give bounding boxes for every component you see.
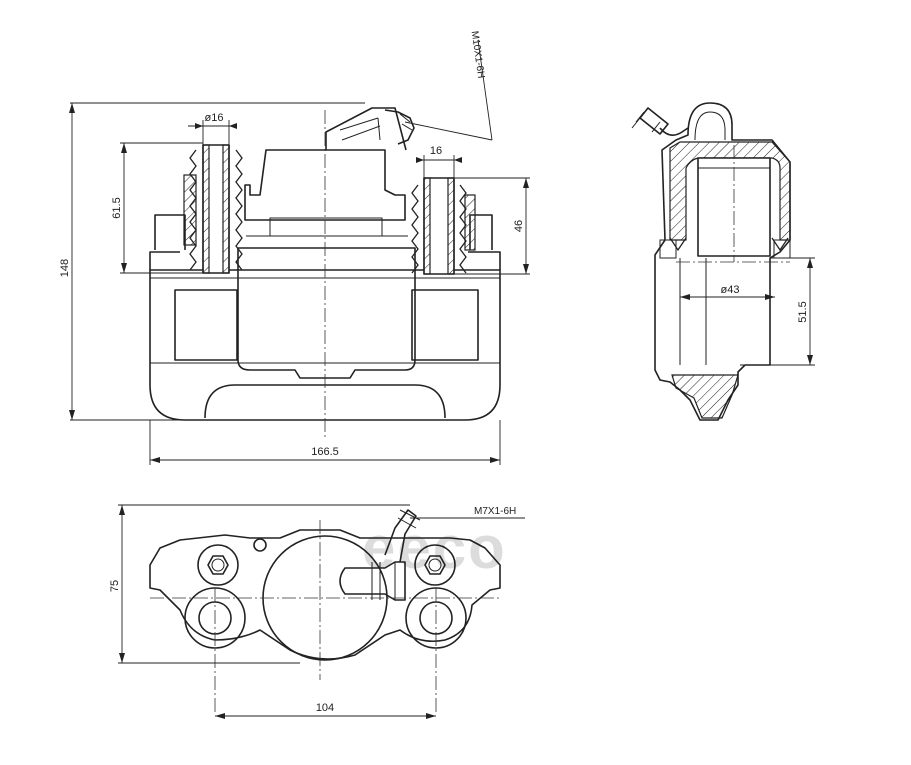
- front-view-bleeder-nipple: [325, 107, 407, 151]
- dim-piston-diameter: ø43: [721, 284, 740, 296]
- thread-bottom-label: M7X1-6H: [474, 506, 516, 517]
- front-view-right-cylinder: [411, 177, 476, 275]
- dim-height-piston-a: 61.5: [111, 197, 123, 218]
- front-view-bridge-cutout: [174, 289, 479, 361]
- watermark-logo: eeco: [362, 514, 507, 581]
- side-view-mount: [671, 374, 739, 419]
- dim-height-piston-b: 46: [513, 220, 525, 232]
- bottom-view: 75 104 M7X1-6H: [109, 504, 525, 719]
- front-view-left-cylinder: [183, 144, 243, 274]
- bottom-view-bleeder: [339, 561, 406, 601]
- front-view: 148 61.5 ø16 16 46 166.5: [59, 30, 530, 465]
- side-view-body: [654, 102, 791, 421]
- front-view-center-block: [237, 247, 416, 379]
- dim-height-bottom: 75: [109, 580, 121, 592]
- dim-width-total: 166.5: [311, 446, 339, 458]
- side-view-fitting: [639, 107, 669, 135]
- dim-height-side: 51.5: [797, 301, 809, 322]
- front-view-upper-housing: [244, 149, 406, 221]
- dim-bore-right: 16: [430, 145, 442, 157]
- dim-mount-spacing: 104: [316, 702, 334, 714]
- bottom-view-piston: [262, 535, 388, 661]
- front-view-lower-body: [149, 269, 501, 421]
- dim-bore-left: ø16: [205, 112, 224, 124]
- side-view: ø43 51.5: [631, 102, 815, 421]
- dim-height-total: 148: [59, 259, 71, 277]
- thread-bleeder-label: M10X1-6H: [469, 30, 487, 79]
